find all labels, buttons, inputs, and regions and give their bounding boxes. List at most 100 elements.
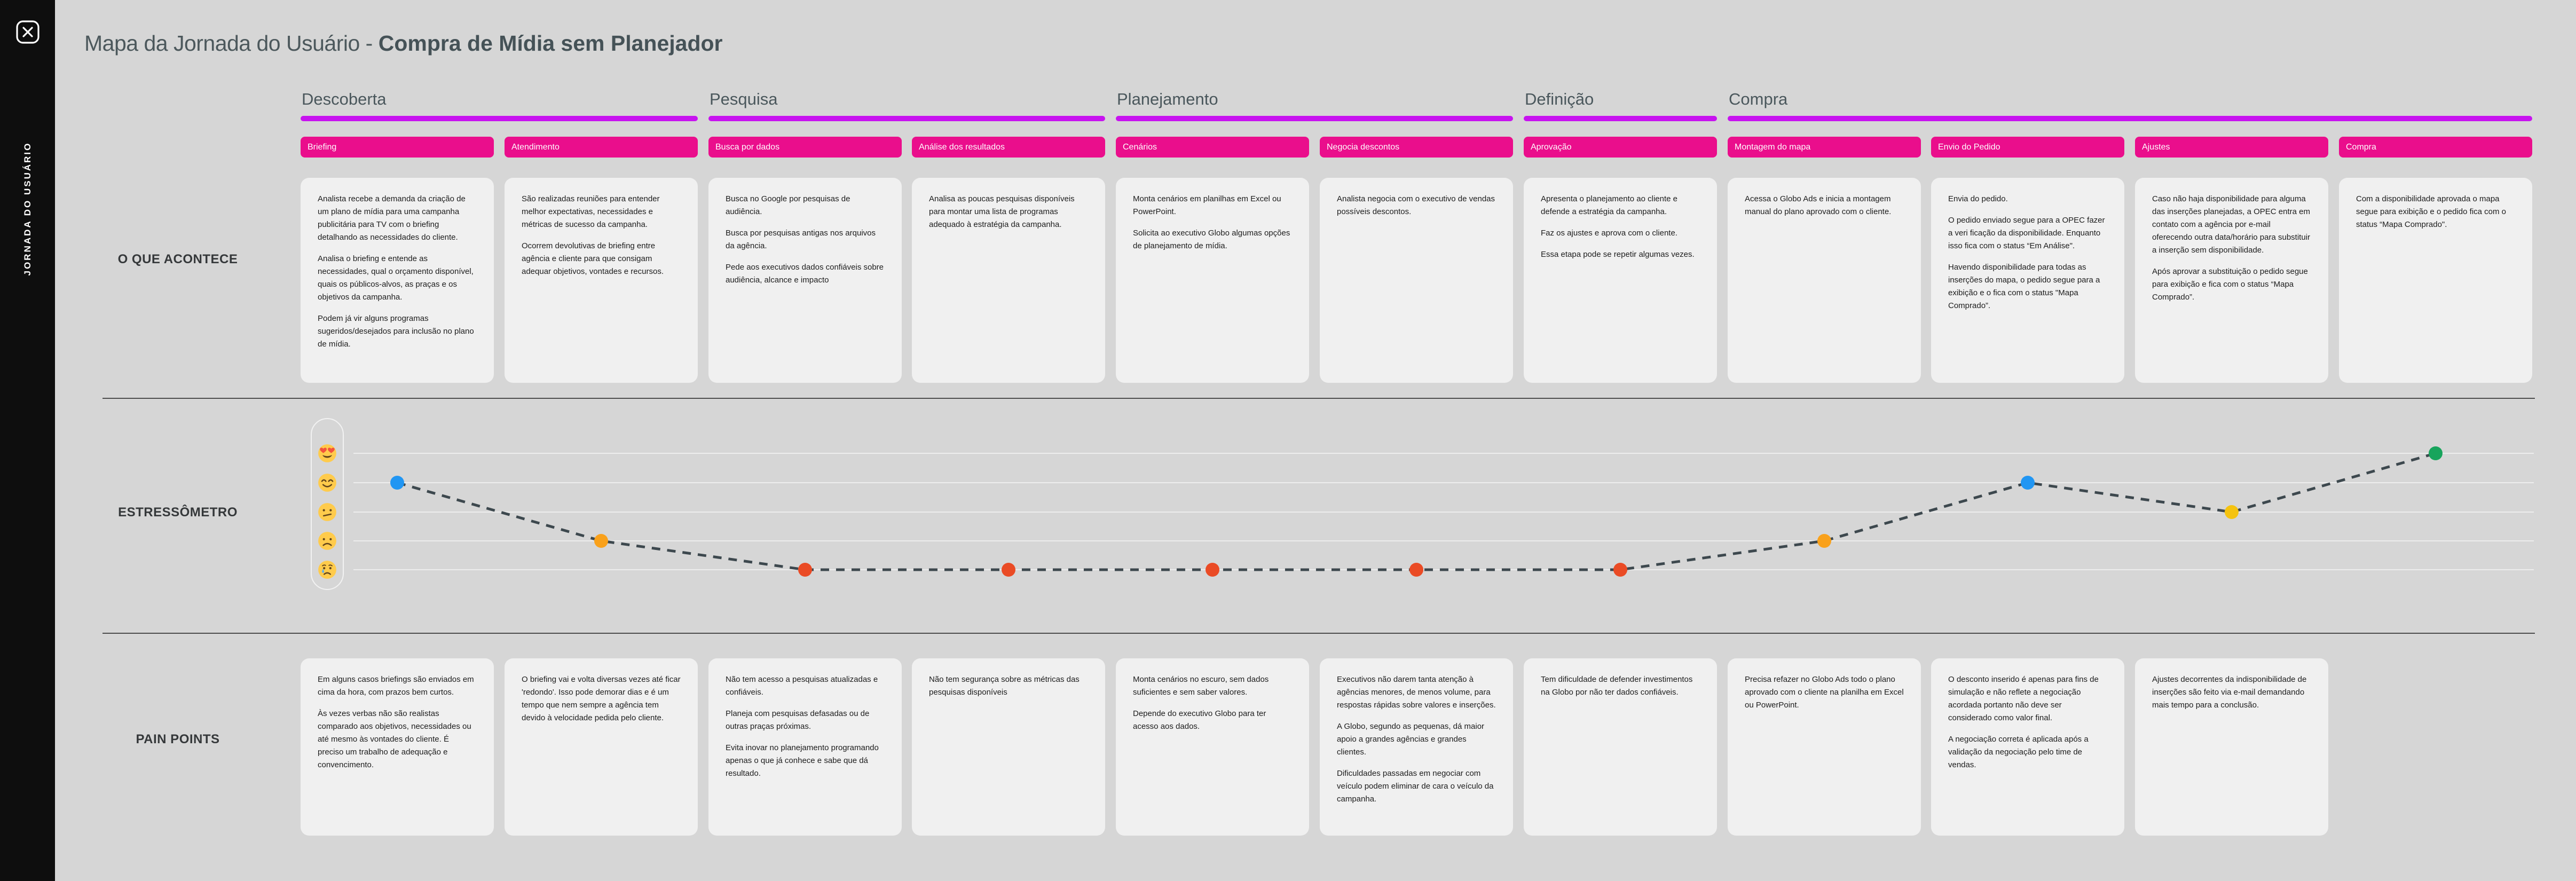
phase-header: Planejamento	[1117, 90, 1218, 108]
column-pill: Ajustes	[2135, 137, 2328, 158]
card-paragraph: São realizadas reuniões para entender me…	[522, 194, 660, 229]
card-paragraph: Às vezes verbas não são realistas compar…	[318, 709, 471, 769]
card-paragraph: Dificuldades passadas em negociar com ve…	[1337, 769, 1494, 804]
pain-points-card: O briefing vai e volta diversas vezes at…	[505, 658, 698, 836]
column-pill: Análise dos resultados	[912, 137, 1105, 158]
card-paragraph: Planeja com pesquisas defasadas ou de ou…	[726, 709, 870, 731]
card-paragraph: Essa etapa pode se repetir algumas vezes…	[1541, 250, 1695, 259]
what-happens-card: Apresenta o planejamento ao cliente e de…	[1524, 178, 1717, 383]
stress-dot	[594, 534, 608, 548]
heart-eyes-emoji-icon	[317, 443, 337, 463]
column-pill: Atendimento	[505, 137, 698, 158]
journey-logo-icon	[15, 19, 41, 48]
sidebar	[0, 0, 55, 881]
column-pill: Busca por dados	[708, 137, 902, 158]
confused-emoji-icon	[317, 502, 337, 522]
card-paragraph: Com a disponibilidade aprovada o mapa se…	[2356, 194, 2507, 229]
card-paragraph: Pede aos executivos dados confiáveis sob…	[726, 263, 884, 285]
card-paragraph: Analisa o briefing e entende as necessid…	[318, 254, 474, 302]
what-happens-card: Busca no Google por pesquisas de audiênc…	[708, 178, 902, 383]
what-happens-card: Analista recebe a demanda da criação de …	[301, 178, 494, 383]
what-happens-card: São realizadas reuniões para entender me…	[505, 178, 698, 383]
card-paragraph: O briefing vai e volta diversas vezes at…	[522, 675, 681, 722]
stress-dot	[1613, 563, 1627, 577]
what-happens-card: Monta cenários em planilhas em Excel ou …	[1116, 178, 1309, 383]
card-paragraph: Analista negocia com o executivo de vend…	[1337, 194, 1495, 216]
stress-dot	[798, 563, 812, 577]
card-paragraph: Busca no Google por pesquisas de audiênc…	[726, 194, 850, 216]
card-paragraph: O desconto inserido é apenas para fins d…	[1948, 675, 2099, 722]
phase-header: Descoberta	[302, 90, 387, 108]
card-paragraph: Após aprovar a substituição o pedido seg…	[2152, 267, 2308, 302]
column-pill: Negocia descontos	[1320, 137, 1513, 158]
pain-points-card: O desconto inserido é apenas para fins d…	[1931, 658, 2124, 836]
row-label-pain-points: PAIN POINTS	[136, 732, 220, 746]
pain-points-card: Ajustes decorrentes da indisponibilidade…	[2135, 658, 2328, 836]
card-paragraph: Envia do pedido.	[1948, 194, 2008, 203]
stress-dot	[1817, 534, 1831, 548]
card-paragraph: Apresenta o planejamento ao cliente e de…	[1541, 194, 1678, 216]
pain-points-card: Tem dificuldade de defender investimento…	[1524, 658, 1717, 836]
card-paragraph: Analisa as poucas pesquisas disponíveis …	[929, 194, 1075, 229]
what-happens-card: Analista negocia com o executivo de vend…	[1320, 178, 1513, 383]
row-label-stressometer: ESTRESSÔMETRO	[118, 505, 238, 520]
card-paragraph: Busca por pesquisas antigas nos arquivos…	[726, 229, 876, 250]
column-pill: Briefing	[301, 137, 494, 158]
stress-dot	[390, 476, 404, 490]
stress-dot	[2225, 505, 2239, 519]
pain-points-card: Não tem segurança sobre as métricas das …	[912, 658, 1105, 836]
column-pill: Envio do Pedido	[1931, 137, 2124, 158]
phase-underline	[1524, 116, 1717, 121]
row-label-what-happens: O QUE ACONTECE	[117, 252, 238, 266]
crying-emoji-icon	[317, 560, 337, 580]
column-pill: Compra	[2339, 137, 2532, 158]
card-paragraph: Não tem segurança sobre as métricas das …	[929, 675, 1080, 697]
separator-line	[103, 633, 2535, 634]
pain-points-card: Em alguns casos briefings são enviados e…	[301, 658, 494, 836]
card-paragraph: O pedido enviado segue para a OPEC fazer…	[1948, 216, 2105, 250]
what-happens-card: Acessa o Globo Ads e inicia a montagem m…	[1728, 178, 1921, 383]
emoji-scale-pill	[311, 418, 344, 590]
page-title-regular: Mapa da Jornada do Usuário -	[84, 31, 379, 56]
card-paragraph: Caso não haja disponibilidade para algum…	[2152, 194, 2311, 255]
what-happens-card: Envia do pedido. O pedido enviado segue p…	[1931, 178, 2124, 383]
frowning-emoji-icon	[317, 531, 337, 551]
column-pill: Cenários	[1116, 137, 1309, 158]
phase-header: Pesquisa	[710, 90, 778, 108]
column-pill: Montagem do mapa	[1728, 137, 1921, 158]
column-pill: Aprovação	[1524, 137, 1717, 158]
stress-dot	[1409, 563, 1423, 577]
what-happens-card: Analisa as poucas pesquisas disponíveis …	[912, 178, 1105, 383]
card-paragraph: A negociação correta é aplicada após a v…	[1948, 735, 2089, 769]
card-paragraph: Evita inovar no planejamento programando…	[726, 743, 879, 778]
page-title-bold: Compra de Mídia sem Planejador	[378, 31, 723, 56]
phase-header: Compra	[1729, 90, 1788, 108]
pain-points-card: Monta cenários no escuro, sem dados sufi…	[1116, 658, 1309, 836]
card-paragraph: A Globo, segundo as pequenas, dá maior a…	[1337, 722, 1485, 757]
card-paragraph: Tem dificuldade de defender investimento…	[1541, 675, 1693, 697]
card-paragraph: Executivos não darem tanta atenção à agê…	[1337, 675, 1496, 710]
what-happens-card: Caso não haja disponibilidade para algum…	[2135, 178, 2328, 383]
card-paragraph: Em alguns casos briefings são enviados e…	[318, 675, 474, 697]
card-paragraph: Ocorrem devolutivas de briefing entre ag…	[522, 241, 664, 276]
card-paragraph: Precisa refazer no Globo Ads todo o plan…	[1745, 675, 1904, 710]
card-paragraph: Analista recebe a demanda da criação de …	[318, 194, 466, 242]
card-paragraph: Faz os ajustes e aprova com o cliente.	[1541, 229, 1677, 238]
card-paragraph: Não tem acesso a pesquisas atualizadas e…	[726, 675, 878, 697]
stress-dot	[2021, 476, 2035, 490]
card-paragraph: Podem já vir alguns programas sugeridos/…	[318, 314, 474, 349]
pain-points-card: Precisa refazer no Globo Ads todo o plan…	[1728, 658, 1921, 836]
phase-underline	[301, 116, 698, 121]
card-paragraph: Depende do executivo Globo para ter aces…	[1133, 709, 1266, 731]
card-paragraph: Ajustes decorrentes da indisponibilidade…	[2152, 675, 2307, 710]
card-paragraph: Monta cenários em planilhas em Excel ou …	[1133, 194, 1281, 216]
phase-underline	[1728, 116, 2532, 121]
stress-dot	[2429, 446, 2443, 460]
phase-underline	[1116, 116, 1513, 121]
phase-underline	[708, 116, 1105, 121]
smiling-emoji-icon	[317, 473, 337, 493]
card-paragraph: Acessa o Globo Ads e inicia a montagem m…	[1745, 194, 1892, 216]
card-paragraph: Havendo disponibilidade para todas as in…	[1948, 263, 2100, 310]
